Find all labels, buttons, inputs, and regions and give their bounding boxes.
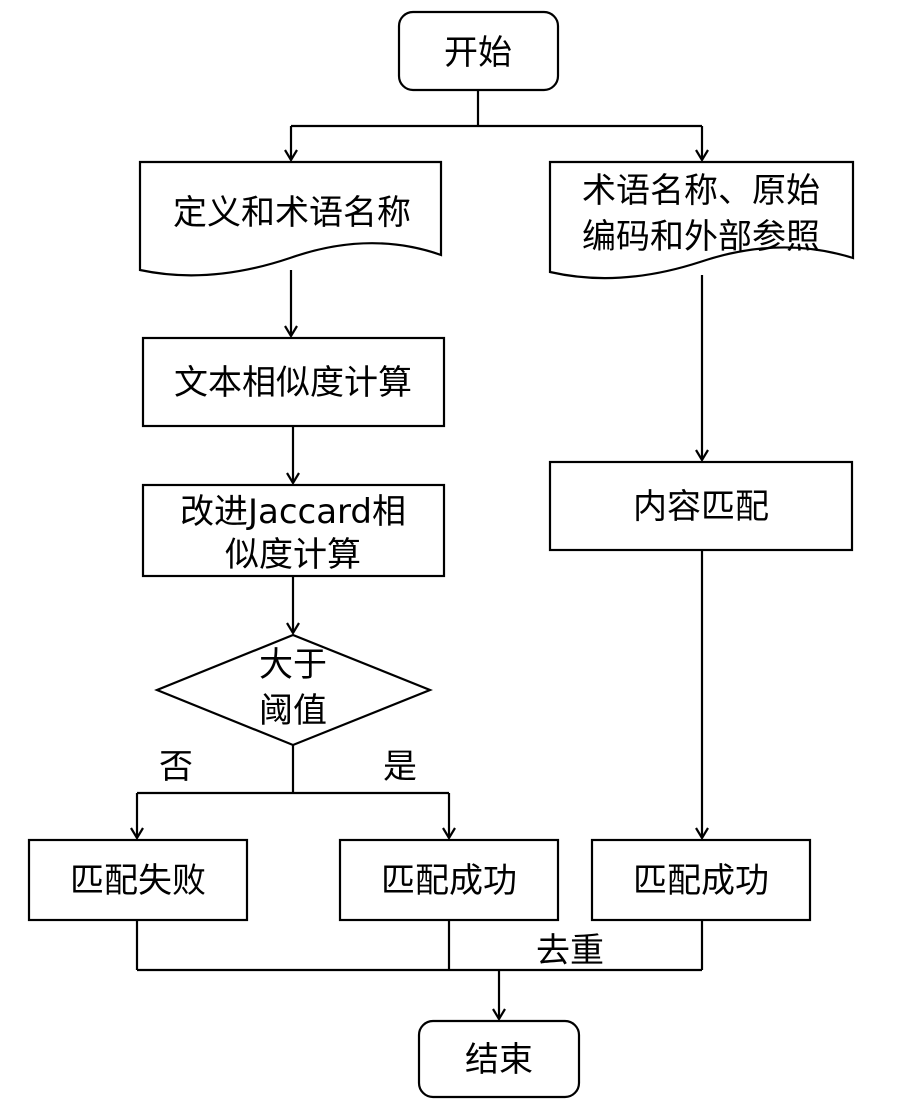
decision-label-line1: 大于 xyxy=(259,645,327,685)
match-fail-label: 匹配失败 xyxy=(70,861,206,901)
def-terms-document: 定义和术语名称 xyxy=(138,160,443,277)
edge-label-yes: 是 xyxy=(383,747,417,787)
end-label: 结束 xyxy=(465,1040,533,1080)
match-fail-process: 匹配失败 xyxy=(27,838,249,922)
connectors xyxy=(130,90,709,1022)
match-success-left-label: 匹配成功 xyxy=(381,861,517,901)
content-match-label: 内容匹配 xyxy=(633,487,769,527)
text-similarity-label: 文本相似度计算 xyxy=(174,363,412,403)
match-success-right-label: 匹配成功 xyxy=(633,861,769,901)
edge-start-split xyxy=(291,90,702,128)
def-terms-label: 定义和术语名称 xyxy=(173,193,411,233)
jaccard-label-line2: 似度计算 xyxy=(225,535,361,575)
threshold-decision: 大于 阈值 xyxy=(154,633,433,747)
match-success-right-process: 匹配成功 xyxy=(590,838,812,922)
decision-label-line2: 阈值 xyxy=(259,691,327,731)
end-node: 结束 xyxy=(417,1019,581,1099)
edge-decision-split xyxy=(137,745,449,795)
text-similarity-process: 文本相似度计算 xyxy=(141,336,446,428)
edge-merge xyxy=(135,920,704,972)
jaccard-label-line1: 改进Jaccard相 xyxy=(180,492,406,532)
edge-label-dedup: 去重 xyxy=(536,931,604,971)
terms-codes-document: 术语名称、原始 编码和外部参照 xyxy=(548,160,855,280)
terms-codes-label-line2: 编码和外部参照 xyxy=(582,217,820,257)
start-label: 开始 xyxy=(444,33,512,73)
jaccard-process: 改进Jaccard相 似度计算 xyxy=(141,483,446,578)
edge-label-no: 否 xyxy=(159,747,193,787)
start-node: 开始 xyxy=(397,10,560,92)
match-success-left-process: 匹配成功 xyxy=(338,838,560,922)
terms-codes-label-line1: 术语名称、原始 xyxy=(582,171,820,211)
content-match-process: 内容匹配 xyxy=(548,460,854,552)
